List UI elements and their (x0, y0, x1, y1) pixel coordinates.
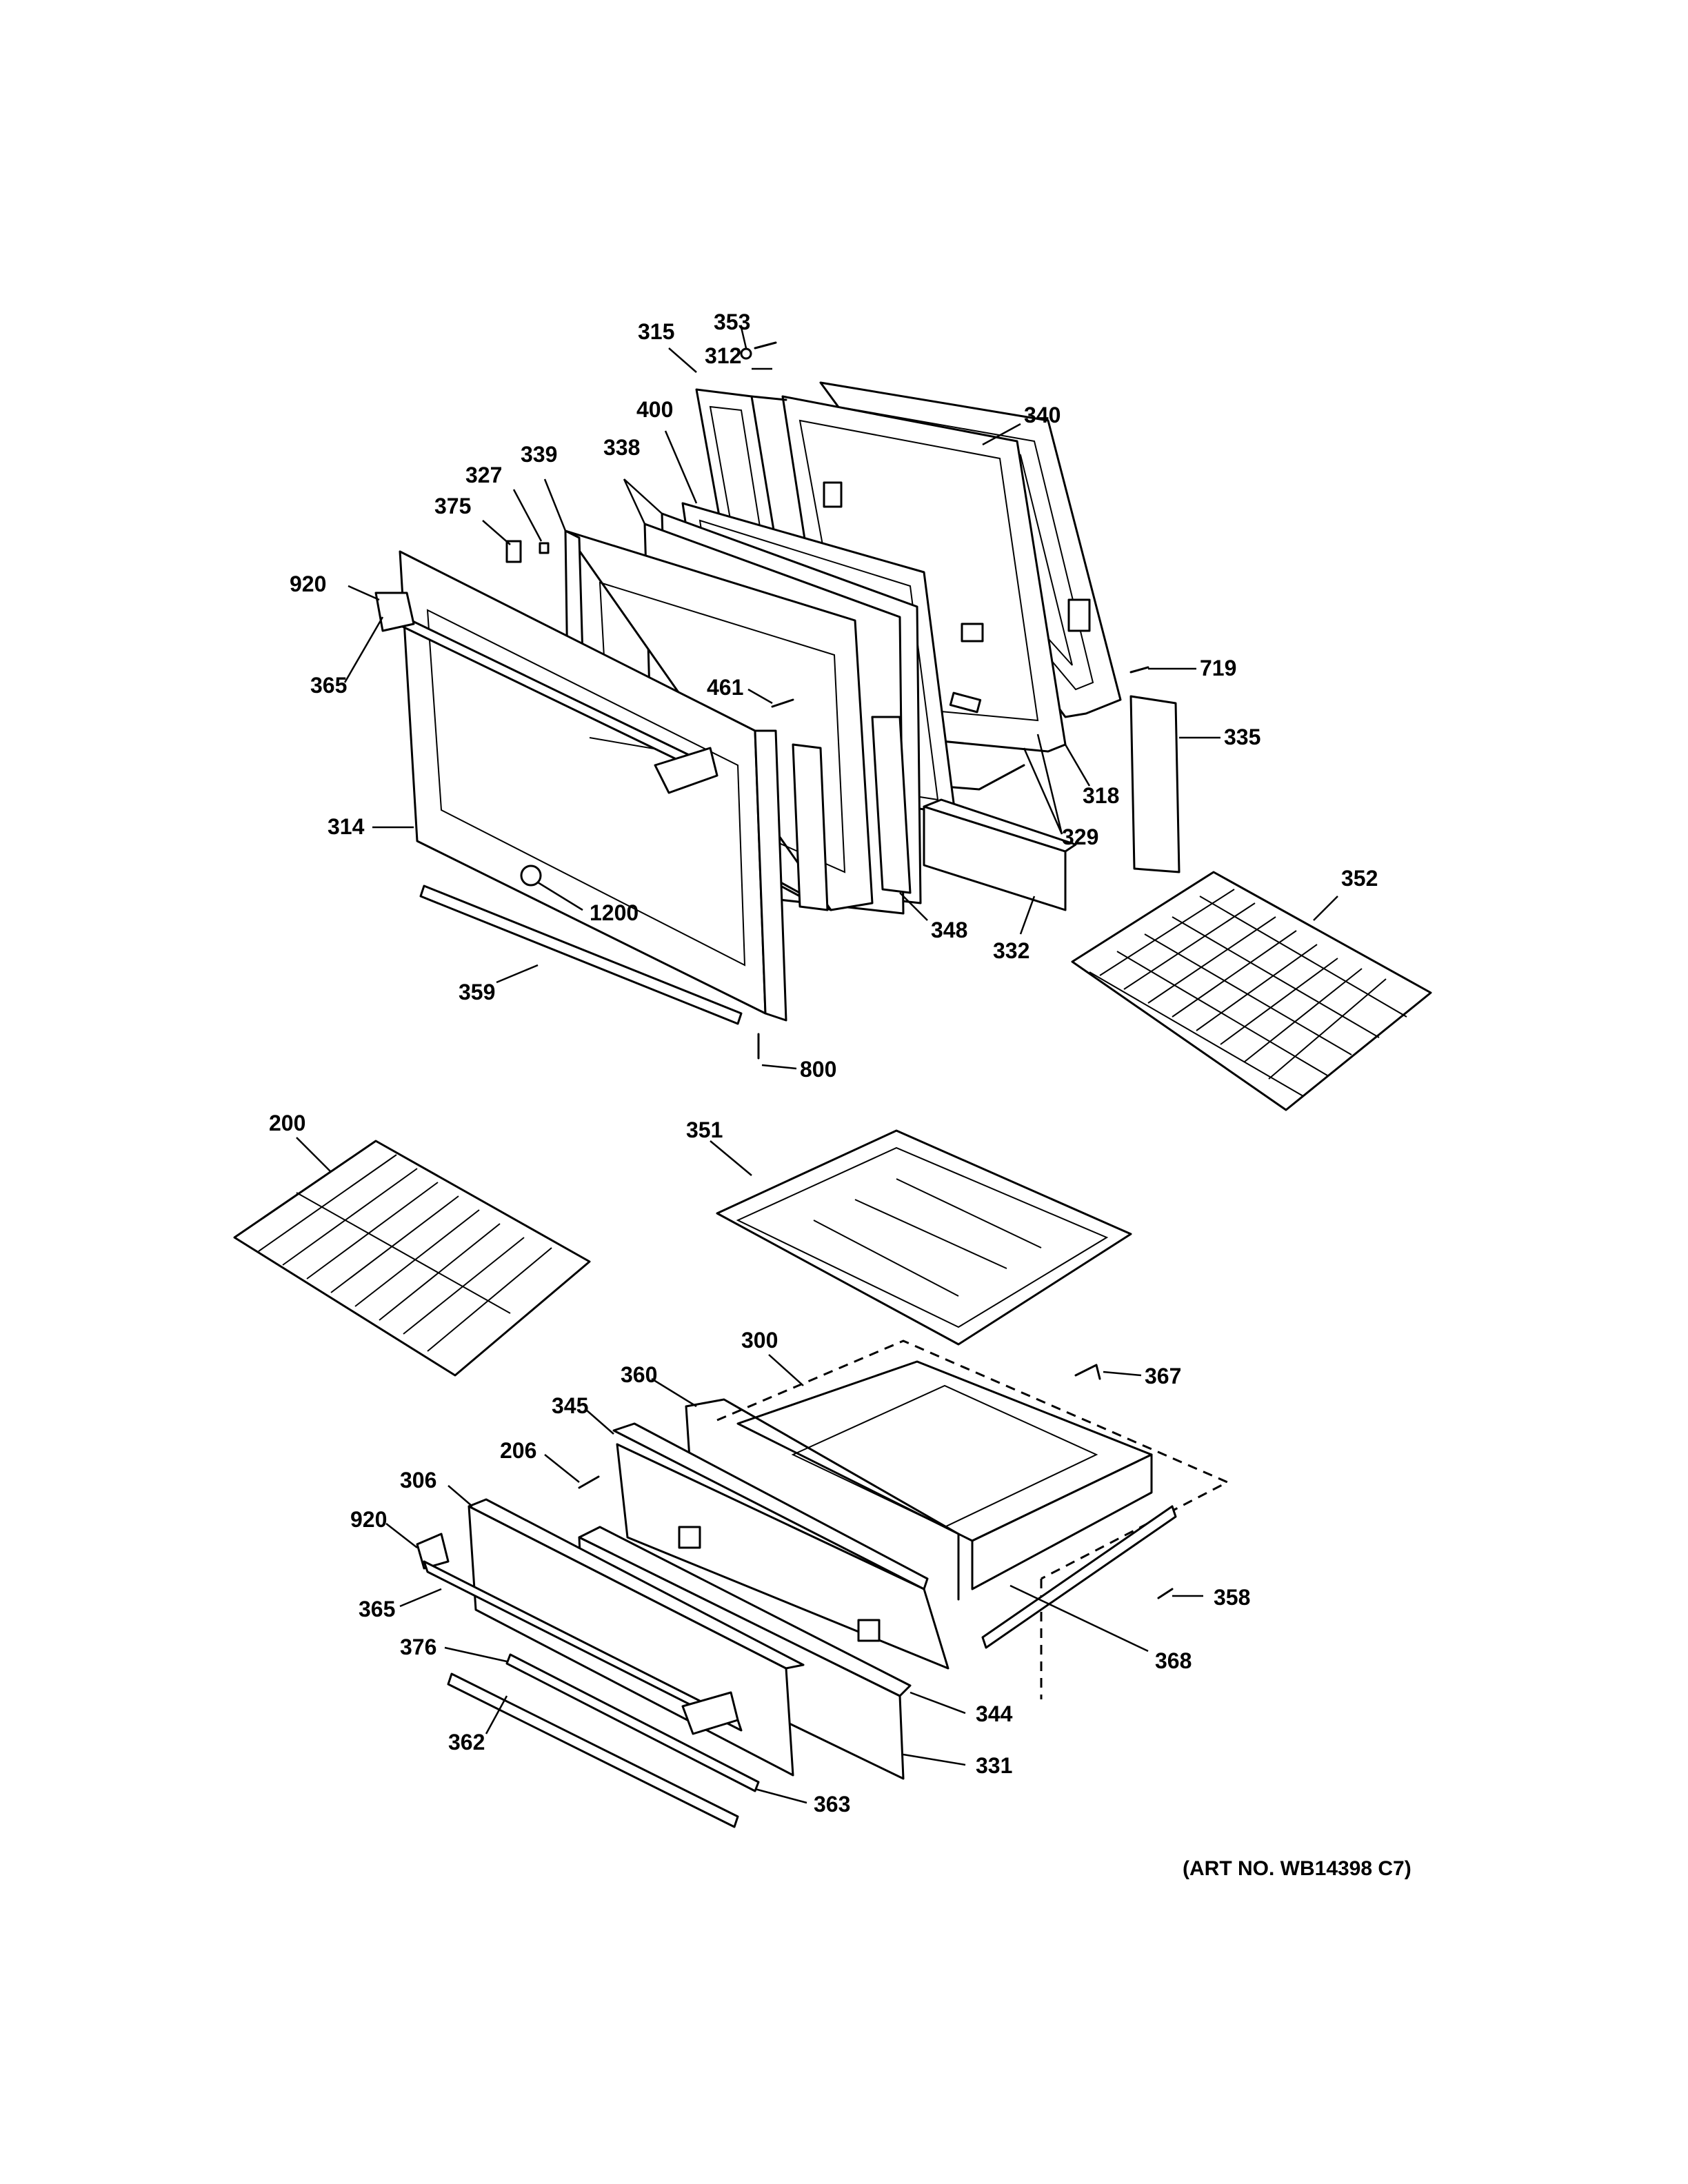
callout-306: 306 (400, 1468, 436, 1493)
part-300-drawer-body (716, 1339, 1230, 1699)
leader-lines (296, 327, 1338, 1804)
part-fasteners-bottom (578, 1364, 1174, 1599)
part-fasteners-top (505, 341, 1149, 1060)
callout-363: 363 (814, 1792, 850, 1817)
part-335-side-trim (1129, 695, 1180, 873)
callout-318: 318 (1083, 783, 1119, 808)
callout-332: 332 (993, 938, 1029, 963)
callout-362: 362 (448, 1730, 485, 1755)
callout-358: 358 (1214, 1585, 1250, 1610)
callout-920-bottom: 920 (350, 1507, 387, 1532)
part-360-drawer-frame (685, 1398, 960, 1601)
callout-351: 351 (686, 1118, 723, 1142)
callout-367: 367 (1145, 1364, 1181, 1388)
callout-345: 345 (552, 1393, 588, 1418)
part-352-broil-rack (1071, 871, 1432, 1111)
part-365-door-handle (374, 592, 719, 794)
callout-340: 340 (1024, 403, 1061, 427)
part-368-drawer-slide (981, 1505, 1177, 1649)
callout-360: 360 (621, 1362, 657, 1387)
callout-352: 352 (1341, 866, 1378, 891)
callout-353: 353 (714, 310, 750, 334)
callout-314: 314 (328, 814, 365, 839)
callout-365-top: 365 (310, 673, 347, 698)
callout-315: 315 (638, 319, 674, 344)
part-351-broiler-pan (716, 1129, 1132, 1346)
callout-365-bottom: 365 (359, 1597, 395, 1621)
callout-329: 329 (1062, 825, 1098, 849)
art-number: (ART NO. WB14398 C7) (1183, 1857, 1411, 1880)
callout-719: 719 (1200, 656, 1236, 680)
part-348-hinge-bracket (792, 716, 912, 911)
callout-359: 359 (459, 980, 495, 1004)
callout-461: 461 (707, 675, 743, 700)
part-345-drawer-inner-panel (612, 1422, 950, 1670)
callout-376: 376 (400, 1635, 436, 1659)
callout-920-top: 920 (290, 572, 326, 596)
part-362-drawer-bottom-rail (447, 1653, 760, 1828)
part-359-bottom-vent-rail (419, 884, 743, 1025)
callout-368: 368 (1155, 1648, 1192, 1673)
part-332-door-trim (923, 798, 1077, 911)
callout-331: 331 (976, 1753, 1012, 1778)
callout-335: 335 (1224, 725, 1260, 749)
callout-labels: 315 353 312 340 400 338 339 327 375 920 … (269, 310, 1411, 1880)
callout-344: 344 (976, 1701, 1013, 1726)
callout-200: 200 (269, 1111, 305, 1135)
callout-327: 327 (465, 463, 502, 487)
callout-375: 375 (434, 494, 471, 518)
part-306-drawer-front (416, 1498, 805, 1777)
callout-800: 800 (800, 1057, 836, 1082)
callout-348: 348 (931, 918, 967, 942)
callout-300: 300 (741, 1328, 778, 1353)
callout-338: 338 (603, 435, 640, 460)
callout-312: 312 (705, 343, 741, 368)
callout-339: 339 (521, 442, 557, 467)
part-200-oven-rack (233, 1140, 591, 1377)
callout-1200: 1200 (590, 900, 639, 925)
callout-206: 206 (500, 1438, 536, 1463)
callout-400: 400 (636, 397, 673, 422)
